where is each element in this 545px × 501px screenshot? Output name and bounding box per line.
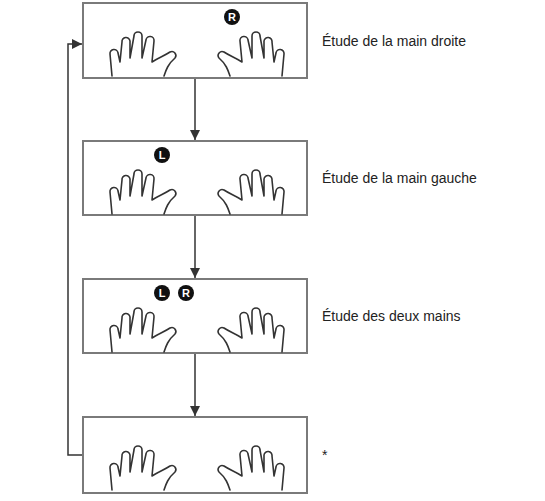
hands-illustration xyxy=(84,4,306,77)
hands-illustration xyxy=(84,280,306,352)
box-caption: Étude des deux mains xyxy=(322,308,461,324)
right-hand xyxy=(218,308,284,352)
hands-illustration xyxy=(84,418,306,492)
hands-illustration xyxy=(84,142,306,214)
practice-box: LRÉtude des deux mains xyxy=(82,278,308,354)
left-hand xyxy=(110,446,176,490)
hand-marker: R xyxy=(178,285,194,301)
practice-box: LÉtude de la main gauche xyxy=(82,140,308,216)
practice-box: RÉtude de la main droite xyxy=(82,2,308,79)
hand-marker: R xyxy=(224,9,240,25)
left-hand xyxy=(110,308,176,352)
left-hand xyxy=(110,32,176,76)
box-caption: Étude de la main droite xyxy=(322,33,466,49)
flow-arrow xyxy=(194,79,196,140)
hand-marker: L xyxy=(154,147,170,163)
practice-box: * xyxy=(82,416,308,494)
right-hand xyxy=(218,170,284,214)
flow-arrow xyxy=(194,354,196,416)
right-hand xyxy=(218,32,284,76)
box-caption: * xyxy=(322,447,327,463)
flow-arrow xyxy=(194,216,196,278)
hand-marker: L xyxy=(154,285,170,301)
flow-arrow xyxy=(68,44,82,455)
left-hand xyxy=(110,170,176,214)
box-caption: Étude de la main gauche xyxy=(322,170,477,186)
right-hand xyxy=(218,446,284,490)
